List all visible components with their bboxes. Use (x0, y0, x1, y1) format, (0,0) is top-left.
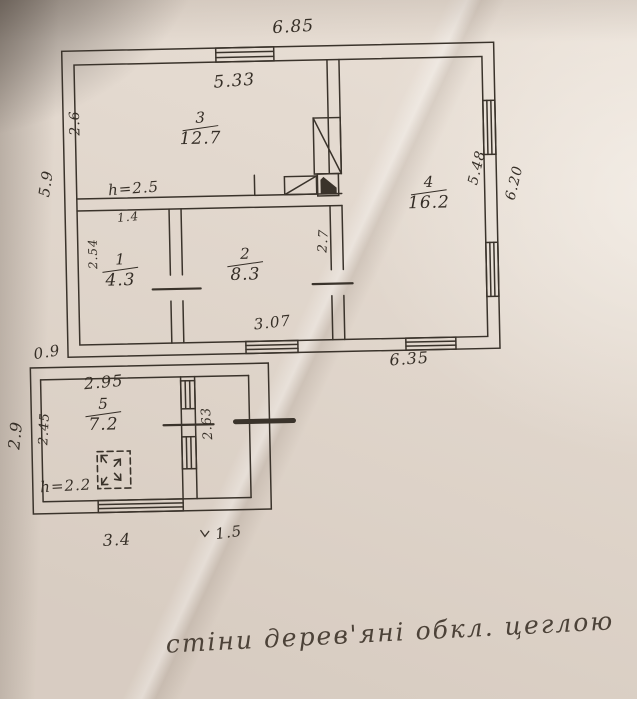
dim-left-outer: 5.9 (37, 169, 56, 198)
dim-room1-left: 2.54 (87, 238, 100, 269)
room-3-number: 3 (179, 110, 221, 127)
dim-room2-bottom: 3.07 (253, 313, 292, 332)
chimney (313, 117, 341, 174)
dim-top-outer: 6.85 (272, 18, 315, 37)
hall-door-swing (284, 176, 316, 195)
room-1-area: 4.3 (102, 272, 138, 291)
room-5-label: 5 7.2 (85, 396, 122, 434)
main-house-windows (216, 42, 500, 354)
room-4-label: 4 16.2 (407, 174, 450, 212)
dim-room2-right: 2.7 (316, 229, 331, 253)
entrance-door (235, 421, 293, 422)
dim-top-inner: 5.33 (213, 72, 256, 92)
room-4-number: 4 (407, 174, 449, 191)
dim-room5-left: 2.45 (37, 412, 52, 446)
room-2-label: 2 8.3 (227, 246, 264, 284)
stove (317, 174, 338, 196)
room-2-area: 8.3 (227, 266, 263, 285)
dim-bottom-outer: 6.35 (389, 350, 430, 369)
dim-left-inner: 2.6 (68, 110, 83, 136)
dim-annex-offset: 0.9 (33, 343, 62, 362)
porch-tick-mark (201, 530, 209, 536)
room-3-label: 3 12.7 (179, 110, 222, 148)
room-2-number: 2 (227, 246, 263, 263)
room-5-number: 5 (85, 396, 121, 413)
cellar-hatch (97, 451, 131, 489)
dim-porch-bottom: 1.5 (215, 524, 244, 542)
dim-room5-top: 2.95 (83, 373, 124, 393)
room-5-area: 7.2 (85, 416, 121, 435)
room-1-number: 1 (102, 252, 138, 269)
room-1-label: 1 4.3 (102, 252, 139, 290)
room-3-area: 12.7 (179, 130, 221, 149)
ceiling-height-main: h=2.5 (108, 179, 160, 198)
dim-corridor: 2.63 (200, 406, 215, 440)
dim-room1-top: 1.4 (117, 210, 140, 224)
room-4-area: 16.2 (408, 194, 450, 213)
dim-annex-left-outer: 2.9 (6, 420, 25, 450)
dim-annex-bottom: 3.4 (102, 531, 131, 549)
ceiling-height-annex: h=2.2 (40, 477, 92, 495)
